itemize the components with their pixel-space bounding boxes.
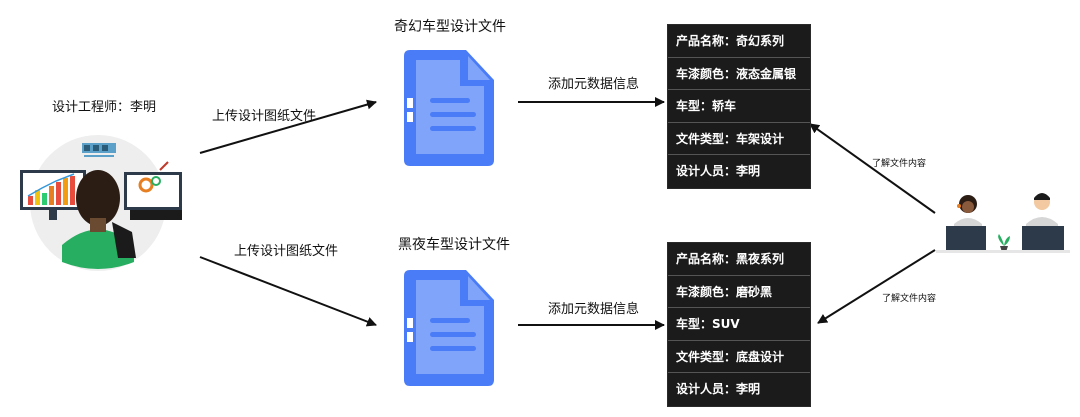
metadata-row: 设计人员：李明 [676,164,761,178]
metadata-row: 文件类型：车架设计 [668,123,810,155]
arrow-upload-bottom [199,256,377,327]
designer-label: 设计工程师：李明 [52,100,157,115]
upload-label-bottom: 上传设计图纸文件 [234,244,339,259]
metadata-row: 产品名称：黑夜系列 [668,243,810,276]
doc-title-bottom: 黑夜车型设计文件 [398,237,510,253]
learn-label-top: 了解文件内容 [872,159,927,169]
learn-label-bottom: 了解文件内容 [882,294,937,304]
metadata-row: 产品名称：奇幻系列 [668,25,810,58]
arrow-learn-top [809,123,936,214]
metadata-row: 车型：SUV [668,308,810,341]
upload-label-top: 上传设计图纸文件 [212,109,317,124]
add-meta-label-top: 添加元数据信息 [548,77,640,92]
metadata-table-bottom: 产品名称：黑夜系列 车漆颜色：磨砂黑 车型：SUV 文件类型：底盘设计 设计人员… [667,242,811,407]
doc-title-top: 奇幻车型设计文件 [394,19,506,35]
metadata-table-top: 产品名称：奇幻系列 车漆颜色：液态金属银 车型：轿车 文件类型：车架设计 设计人… [667,24,811,189]
metadata-row: 文件类型：底盘设计 [668,341,810,373]
metadata-row: 车漆颜色：液态金属银 [668,58,810,90]
metadata-row: 车型：轿车 [668,90,810,123]
add-meta-label-bottom: 添加元数据信息 [548,302,640,317]
metadata-row: 设计人员：李明 [676,382,761,396]
arrow-learn-bottom [817,249,936,324]
arrow-upload-top [199,99,377,154]
metadata-row: 车漆颜色：磨砂黑 [668,276,810,308]
